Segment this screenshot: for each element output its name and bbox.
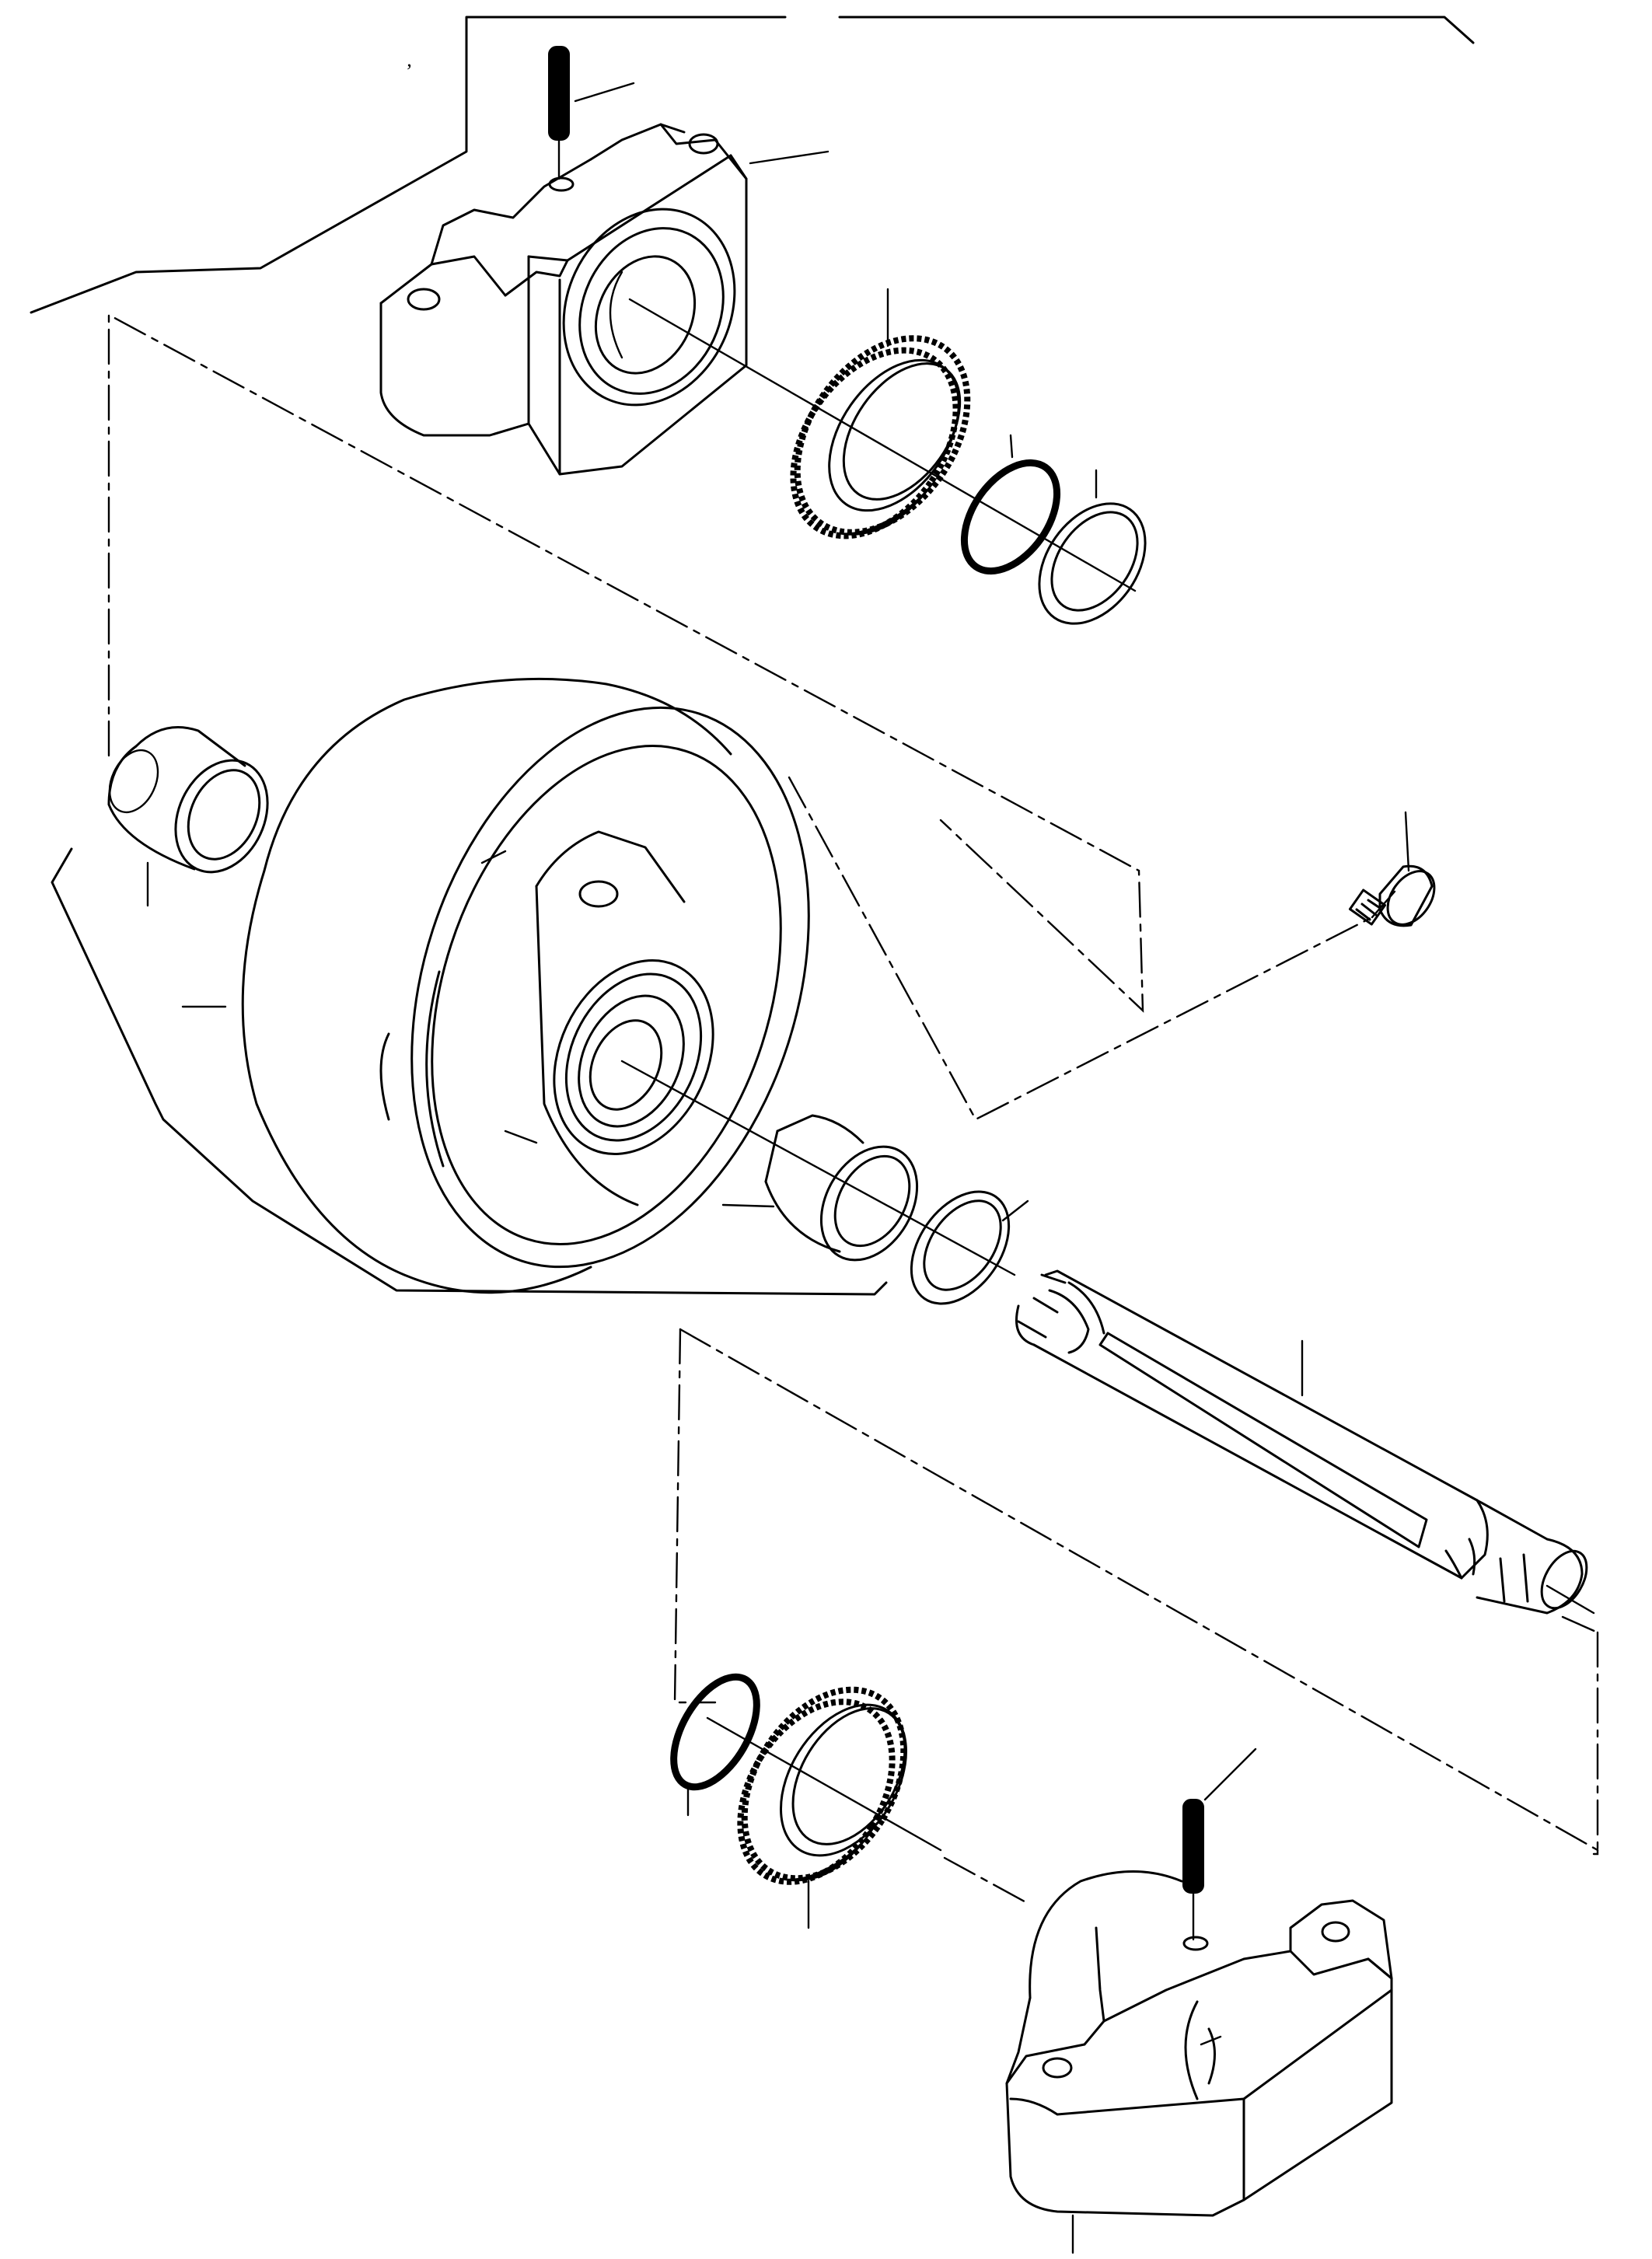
- upper-o-ring: [960, 459, 1061, 575]
- leader-lines: [146, 82, 1410, 2254]
- lower-floating-seal: [737, 1686, 908, 1885]
- lower-o-ring: [670, 1673, 760, 1791]
- roller-shaft: [1015, 1269, 1588, 1615]
- lower-roll-pin: [1182, 1799, 1209, 1951]
- upper-floating-seal: [790, 335, 971, 539]
- wheel-group-bracket: [51, 847, 888, 1296]
- stray-mark: ’: [406, 60, 413, 82]
- lower-thrust-washer: [910, 1190, 1011, 1305]
- plug: [1348, 864, 1436, 927]
- left-bushing: [107, 726, 269, 874]
- lower-bearing-housing: [1005, 1870, 1393, 2217]
- right-bushing: [764, 1114, 919, 1262]
- roller-wheel: [241, 677, 810, 1294]
- upper-thrust-washer: [1038, 502, 1147, 625]
- upper-bearing-housing: [379, 123, 748, 476]
- assembly-centerlines: [107, 312, 1599, 1906]
- upper-roll-pin: [548, 46, 575, 192]
- upper-axis: [628, 298, 1137, 592]
- wheel-axis: [620, 1060, 1016, 1276]
- upper-group-bracket: [30, 16, 1475, 314]
